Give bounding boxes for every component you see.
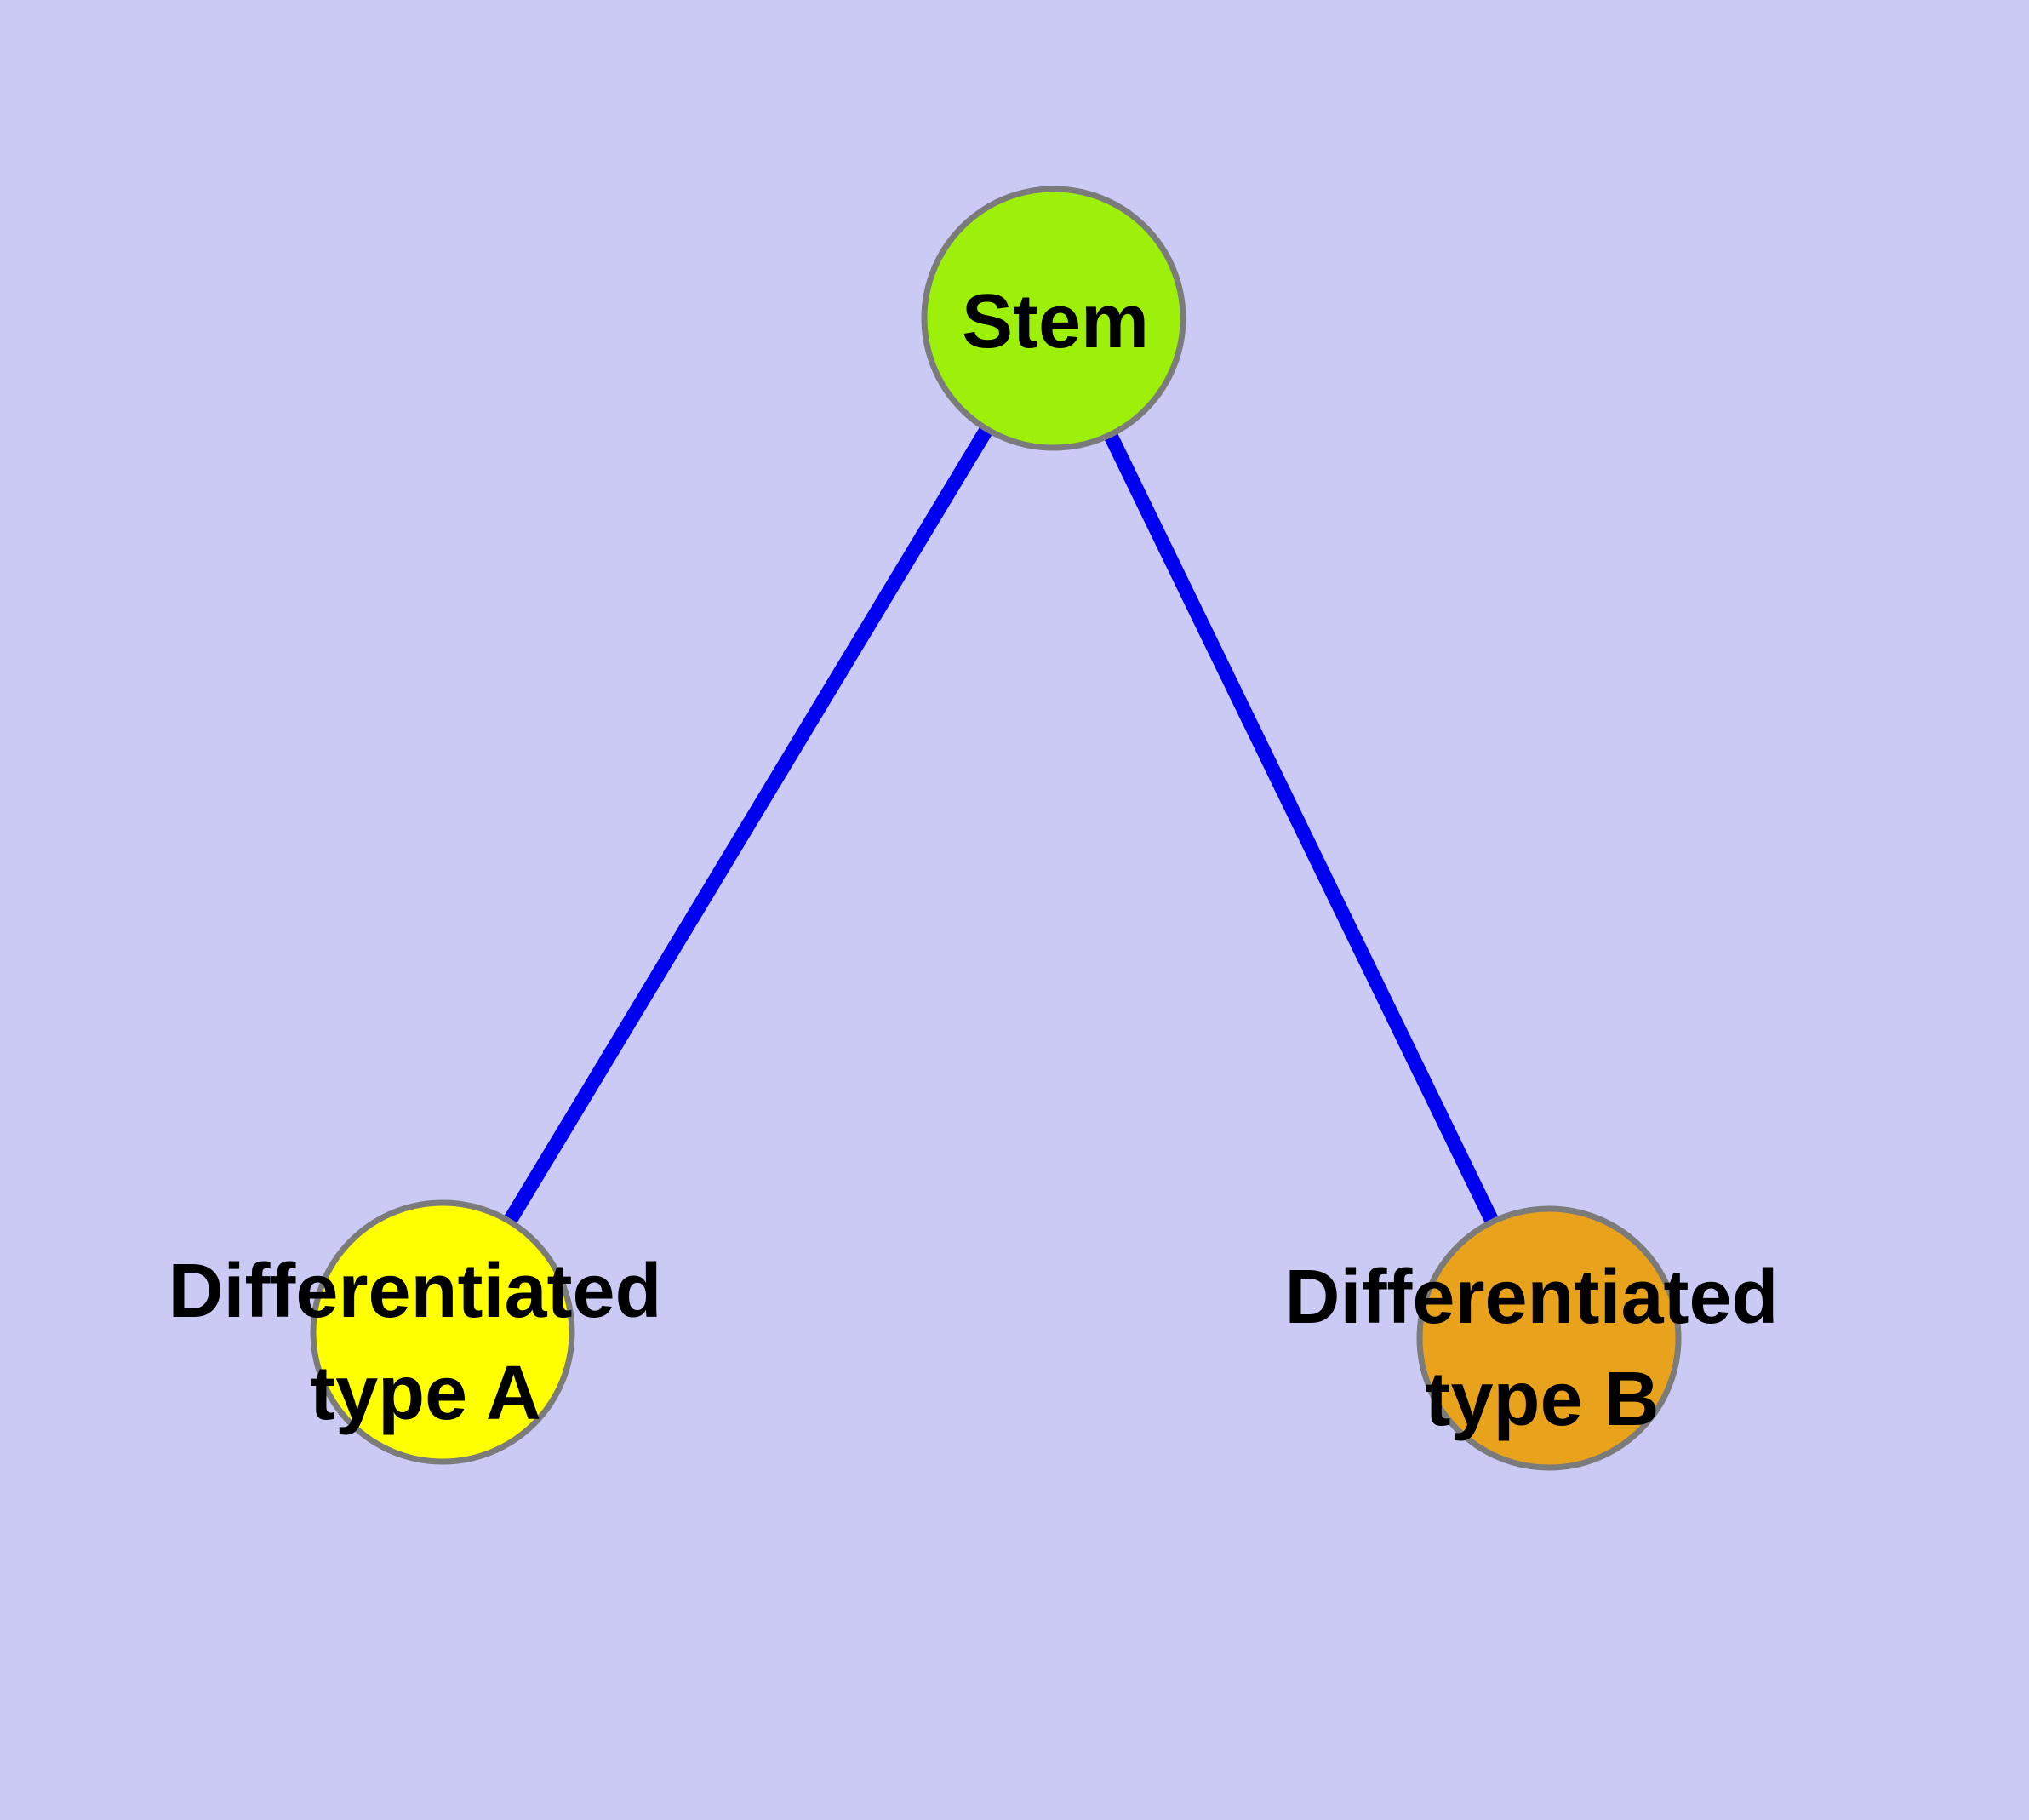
node-type-a-label-line1: Differentiated — [168, 1249, 661, 1334]
node-differentiated-type-b: Differentiated type B — [1284, 1205, 1799, 1471]
node-type-a-label: Differentiated type A — [168, 1249, 683, 1436]
edge-layer — [436, 314, 1556, 1342]
node-stem: Stem — [921, 186, 1186, 451]
node-stem-circle — [921, 186, 1186, 451]
node-type-a-label-line2: type A — [310, 1351, 541, 1436]
node-type-a-circle — [310, 1199, 575, 1465]
edge-stem-to-type-a — [436, 314, 1060, 1336]
node-type-b-label-line2: type B — [1425, 1357, 1659, 1442]
node-type-b-label: Differentiated type B — [1284, 1255, 1799, 1442]
node-stem-label: Stem — [962, 279, 1149, 364]
edge-stem-to-type-b — [1047, 315, 1556, 1342]
node-type-b-label-line1: Differentiated — [1284, 1255, 1778, 1340]
node-type-b-circle — [1416, 1205, 1682, 1471]
node-differentiated-type-a: Differentiated type A — [168, 1199, 683, 1465]
